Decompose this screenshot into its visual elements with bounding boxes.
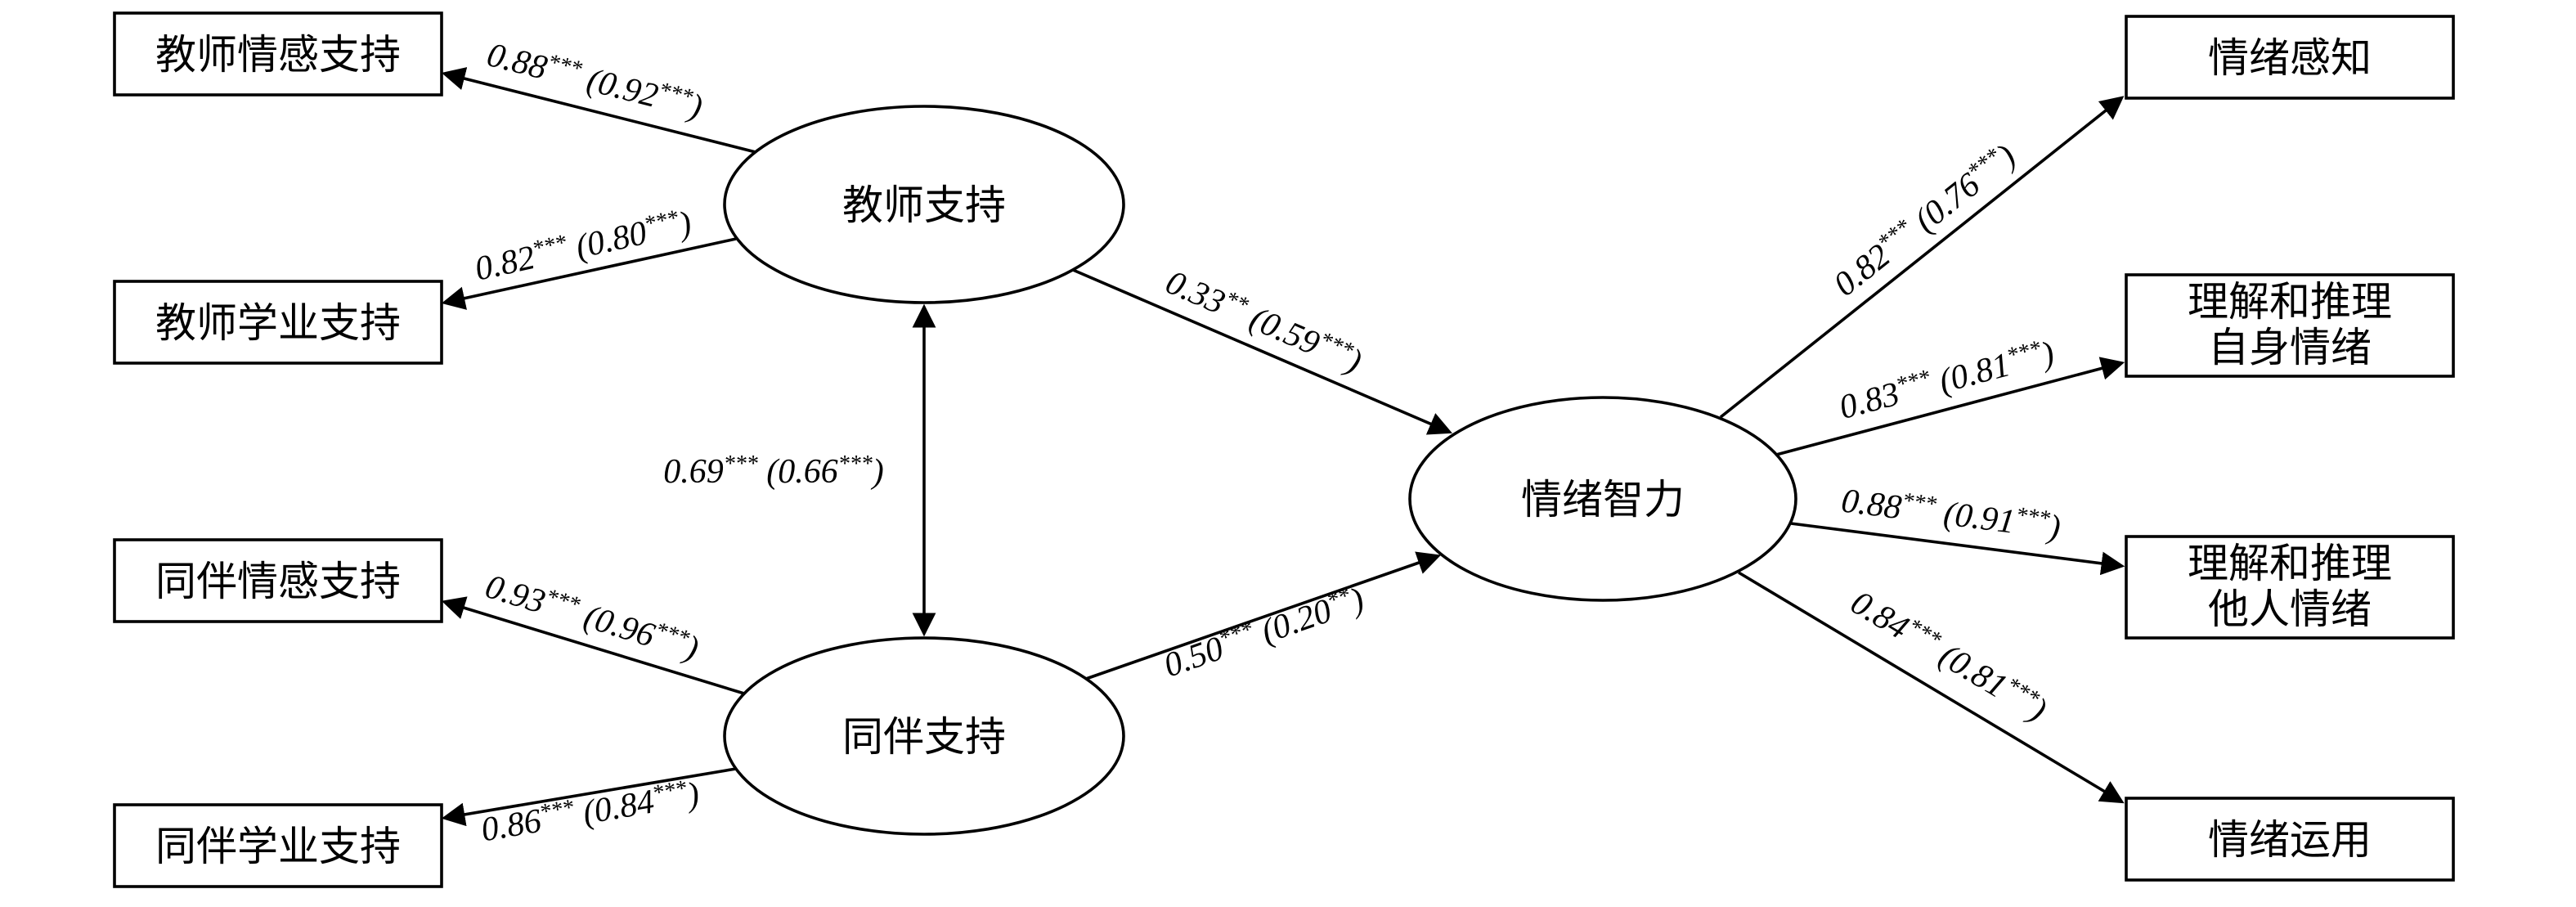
- latent-emotional-intelligence: [1408, 396, 1797, 602]
- indicator-teacher-emotional-label: 教师情感支持: [155, 32, 401, 78]
- coef-ei-perception: 0.82*** (0.76***): [1826, 137, 2023, 304]
- coef-teacher-academic: 0.82*** (0.80***): [471, 203, 695, 289]
- indicator-emotion-use-label: 情绪运用: [2208, 817, 2372, 863]
- latent-teacher-support-label: 教师支持: [842, 182, 1006, 228]
- latent-peer-support-label: 同伴支持: [842, 714, 1006, 760]
- latent-peer-support: [723, 636, 1125, 836]
- edge-ei-to-understand-others: [1790, 522, 2125, 576]
- indicator-teacher-academic: [113, 280, 443, 365]
- coef-peer-emotional: 0.93*** (0.96***): [481, 566, 703, 668]
- indicator-understand-others-line2: 他人情绪: [2208, 586, 2372, 632]
- indicator-emotion-perception-label: 情绪感知: [2208, 35, 2372, 81]
- edge-peer-to-peer-emotional: [441, 596, 745, 695]
- indicator-teacher-emotional: [113, 11, 443, 97]
- edge-peer-to-peer-academic: [441, 767, 737, 827]
- edge-peer-to-ei: [1085, 551, 1442, 680]
- indicator-emotion-perception: [2125, 15, 2455, 100]
- coef-teacher-peer-covariance: 0.69*** (0.66***): [663, 451, 884, 491]
- indicator-peer-academic-label: 同伴学业支持: [155, 824, 401, 869]
- edge-ei-to-emotion-perception: [1719, 96, 2125, 419]
- coef-ei-understand-self: 0.83*** (0.81***): [1835, 333, 2058, 427]
- indicator-understand-self: [2125, 273, 2455, 378]
- edge-ei-to-emotion-use: [1738, 571, 2125, 804]
- edge-teacher-to-teacher-emotional: [441, 67, 756, 154]
- indicator-understand-self-line2: 自身情绪: [2208, 325, 2372, 370]
- indicator-understand-self-label: 理解和推理自身情绪: [2188, 279, 2392, 370]
- coef-peer-to-ei: 0.50*** (0.20**): [1159, 579, 1369, 685]
- indicator-understand-self-line1: 理解和推理: [2188, 279, 2392, 325]
- indicator-teacher-academic-label: 教师学业支持: [155, 300, 401, 346]
- indicator-peer-academic: [113, 803, 443, 888]
- indicator-understand-others-line1: 理解和推理: [2188, 541, 2392, 586]
- coef-ei-understand-others: 0.88*** (0.91***): [1839, 480, 2062, 546]
- indicator-understand-others: [2125, 535, 2455, 640]
- indicator-emotion-use: [2125, 797, 2455, 882]
- latent-emotional-intelligence-label: 情绪智力: [1521, 477, 1685, 523]
- coef-peer-academic: 0.86*** (0.84***): [478, 774, 702, 849]
- indicator-peer-emotional: [113, 538, 443, 623]
- edge-teacher-to-ei: [1072, 268, 1452, 435]
- latent-teacher-support: [723, 105, 1125, 304]
- edge-ei-to-understand-self: [1775, 357, 2125, 456]
- edge-teacher-to-teacher-academic: [441, 237, 737, 310]
- indicator-understand-others-label: 理解和推理他人情绪: [2188, 541, 2392, 632]
- indicator-peer-emotional-label: 同伴情感支持: [155, 559, 401, 604]
